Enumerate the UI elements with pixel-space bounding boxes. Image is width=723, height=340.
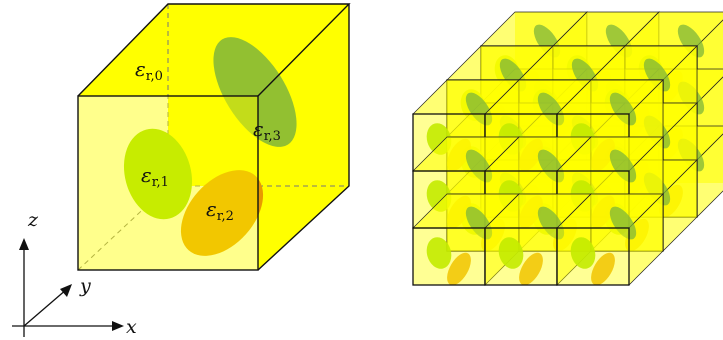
coordinate-axes	[12, 238, 124, 337]
inclusion-3	[213, 37, 297, 147]
inclusion-1	[123, 128, 193, 220]
cube-edges	[77, 3, 351, 271]
single-cell: εr,0 εr,1 εr,2 εr,3	[77, 3, 351, 271]
label-eps-r0: εr,0	[135, 57, 163, 84]
inclusion-2	[180, 170, 264, 256]
label-eps-r1: εr,1	[141, 163, 169, 190]
cube-front-face	[78, 96, 258, 270]
axis-y-label: y	[79, 275, 91, 297]
label-eps-r2: εr,2	[206, 197, 234, 224]
periodic-lattice	[412, 11, 723, 290]
axis-z-label: z	[27, 209, 39, 231]
cube-right-face	[258, 4, 349, 270]
label-eps-r3: εr,3	[253, 117, 281, 144]
axis-x-label: x	[126, 316, 137, 338]
